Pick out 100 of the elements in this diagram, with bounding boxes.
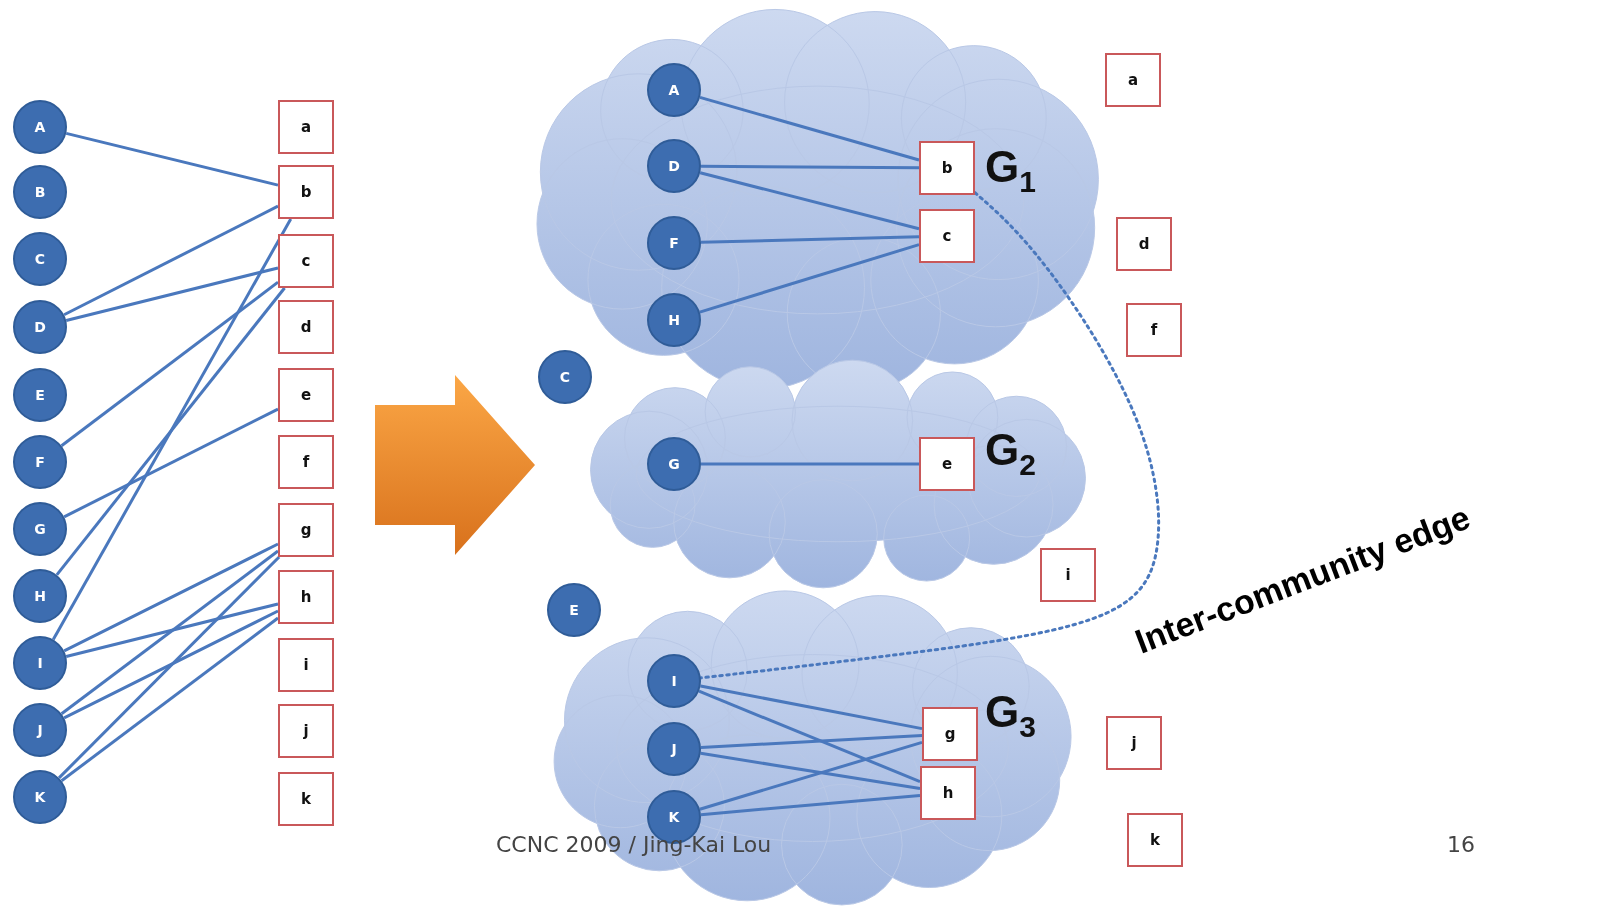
node-label: A xyxy=(668,82,680,98)
edge-line xyxy=(699,741,923,811)
node-label: K xyxy=(668,809,680,825)
node-label: E xyxy=(35,387,45,403)
vertex-circle xyxy=(13,232,67,286)
edge-line xyxy=(60,616,279,782)
edge-line xyxy=(699,243,920,314)
node-label: d xyxy=(1138,235,1150,253)
vertex-box xyxy=(278,638,334,692)
edge-line xyxy=(58,555,281,779)
vertex-circle xyxy=(13,703,67,757)
node-label: f xyxy=(1150,321,1158,339)
edge-line xyxy=(700,751,921,790)
node-label: g xyxy=(300,521,312,539)
vertex-box xyxy=(278,165,334,219)
edge-line xyxy=(701,164,919,170)
node-label: E xyxy=(569,602,579,618)
vertex-box xyxy=(278,300,334,354)
node-label: H xyxy=(34,588,46,604)
node-label: a xyxy=(1127,71,1139,89)
node-label: e xyxy=(300,386,312,404)
vertex-circle xyxy=(547,583,601,637)
node-label: c xyxy=(942,227,952,245)
node-label: b xyxy=(300,183,312,201)
community-label: G$_{2}$ xyxy=(985,428,1036,480)
node-label: f xyxy=(302,453,310,471)
vertex-circle xyxy=(13,100,67,154)
node-label: a xyxy=(300,118,312,136)
edge-line xyxy=(700,793,921,817)
node-label: d xyxy=(300,318,312,336)
vertex-circle xyxy=(13,435,67,489)
node-label: j xyxy=(303,722,309,740)
edge-line xyxy=(65,266,279,322)
node-label: e xyxy=(941,455,953,473)
node-label: G xyxy=(34,521,46,537)
dotted-edge xyxy=(699,191,1161,680)
node-label: K xyxy=(34,789,46,805)
vertex-box xyxy=(919,209,975,263)
node-label: F xyxy=(669,235,679,251)
edge-line xyxy=(701,462,919,466)
node-label: I xyxy=(37,655,43,671)
vertex-box xyxy=(1126,303,1182,357)
vertex-box xyxy=(278,234,334,288)
edge-line xyxy=(60,549,279,715)
node-label: C xyxy=(34,251,46,267)
node-label: k xyxy=(1150,831,1160,849)
vertex-box xyxy=(919,141,975,195)
node-label: J xyxy=(37,722,43,738)
vertex-circle xyxy=(13,502,67,556)
vertex-circle xyxy=(13,300,67,354)
node-label: D xyxy=(668,158,680,174)
vertex-circle xyxy=(538,350,592,404)
vertex-circle xyxy=(13,770,67,824)
edge-line xyxy=(699,171,920,231)
community-label: G$_{1}$ xyxy=(985,145,1036,197)
vertex-box xyxy=(278,368,334,422)
vertex-circle xyxy=(13,569,67,623)
vertex-box xyxy=(920,766,976,820)
node-label: i xyxy=(1065,566,1071,584)
edge-line xyxy=(63,204,279,317)
vertex-circle xyxy=(13,636,67,690)
page-number: 16 xyxy=(1447,832,1475,857)
edge-line xyxy=(700,235,920,244)
vertex-box xyxy=(278,435,334,489)
vertex-box xyxy=(922,707,978,761)
edge-line xyxy=(63,609,279,720)
vertex-box xyxy=(919,437,975,491)
node-label: h xyxy=(300,588,312,606)
node-label: i xyxy=(303,656,309,674)
node-label: J xyxy=(671,741,677,757)
vertex-box xyxy=(1106,716,1162,770)
edge-line xyxy=(65,602,279,658)
edge-line xyxy=(65,131,279,187)
community-label: G$_{3}$ xyxy=(985,690,1036,742)
edge-line xyxy=(700,684,923,731)
edge-line xyxy=(700,734,923,750)
node-label: c xyxy=(301,252,311,270)
node-label: A xyxy=(34,119,46,135)
vertex-circle xyxy=(13,165,67,219)
node-label: j xyxy=(1131,734,1137,752)
node-label: C xyxy=(559,369,571,385)
node-label: k xyxy=(301,790,311,808)
node-label: B xyxy=(34,184,46,200)
vertex-box xyxy=(1116,217,1172,271)
edge-line xyxy=(63,407,279,519)
node-label: g xyxy=(944,725,956,743)
node-label: G xyxy=(668,456,680,472)
vertex-box xyxy=(1127,813,1183,867)
vertex-box xyxy=(278,570,334,624)
edge-line xyxy=(60,280,279,447)
node-label: h xyxy=(942,784,954,802)
edge-line xyxy=(699,95,920,162)
edge-line xyxy=(698,689,921,783)
edge-line xyxy=(63,542,279,653)
node-label: H xyxy=(668,312,680,328)
vertex-box xyxy=(278,100,334,154)
node-label: I xyxy=(671,673,677,689)
node-label: F xyxy=(35,454,45,470)
vertex-box xyxy=(1105,53,1161,107)
edge-line xyxy=(51,218,293,641)
